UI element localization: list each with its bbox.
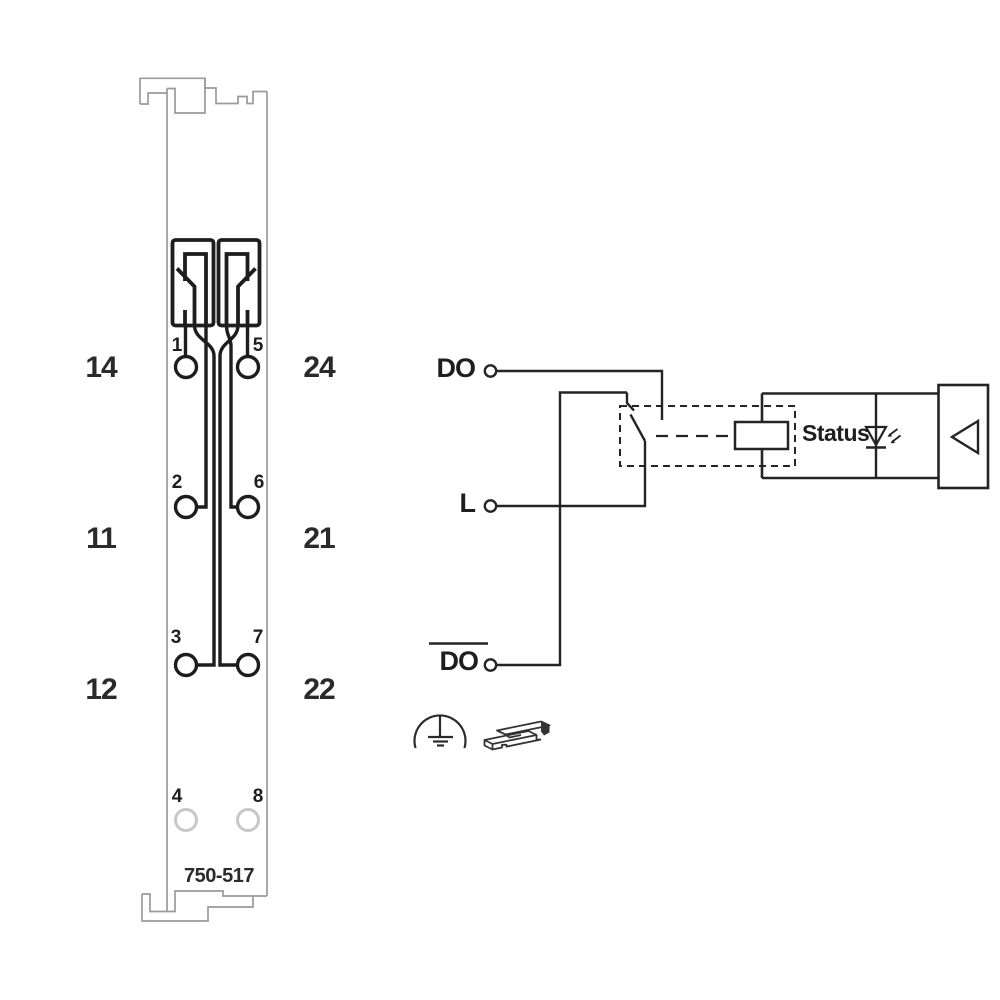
- contact-number-1: 1: [172, 335, 183, 356]
- do-inverted-label: DO: [440, 646, 479, 676]
- din-rail-symbol: [483, 720, 551, 751]
- terminal-label-22: 22: [303, 673, 335, 706]
- din-rail-end-cap: [541, 721, 550, 736]
- wire-to-terminal-3: [192, 325, 216, 667]
- din-rail-right-web: [535, 735, 542, 741]
- terminal-circles: [173, 354, 261, 832]
- terminal-label-21: 21: [303, 522, 335, 555]
- status-led-label: Status: [802, 420, 869, 446]
- earth-arc: [413, 714, 467, 749]
- wire-to-terminal-7: [218, 325, 240, 667]
- contact-number-7: 7: [253, 627, 264, 648]
- contact-blocks: [170, 238, 262, 328]
- terminal-circle-6: [235, 494, 261, 520]
- terminal-circle-3: [173, 652, 199, 678]
- wire-l: [496, 441, 647, 508]
- contact-number-6: 6: [254, 472, 265, 493]
- status-led-ray-1: [888, 428, 899, 436]
- schematic: [429, 364, 990, 672]
- module-foot-outer: [141, 894, 267, 922]
- functional-earth-symbol: [413, 714, 467, 749]
- terminal-label-14: 14: [85, 351, 118, 384]
- module-foot-step: [167, 890, 253, 913]
- l-label: L: [460, 488, 476, 518]
- din-rail-front-face: [483, 740, 494, 751]
- status-led-ray-2: [891, 434, 902, 443]
- do-label: DO: [437, 353, 476, 383]
- wire-to-terminal-6: [224, 325, 238, 509]
- terminal-l: [483, 499, 498, 513]
- terminal-do: [483, 364, 498, 378]
- module-internal-wires: [183, 325, 250, 667]
- contact-number-8: 8: [253, 786, 264, 807]
- relay-contact-fixed: [625, 392, 635, 412]
- wire-to-terminal-2: [197, 325, 208, 509]
- module-top-profile: [139, 77, 267, 105]
- status-led-ray-head-1: [887, 433, 893, 437]
- relay-enclosure-dashed: [619, 405, 796, 467]
- contact-number-2: 2: [172, 472, 183, 493]
- contact-number-3: 3: [171, 627, 182, 648]
- status-led-ray-head-2: [890, 439, 896, 444]
- wire-do: [496, 369, 664, 420]
- module-housing-outline: [139, 77, 268, 922]
- terminal-label-11: 11: [86, 522, 116, 555]
- terminal-do-inverted: [483, 658, 498, 672]
- contact-number-4: 4: [172, 786, 183, 807]
- terminal-circle-8: [236, 808, 260, 832]
- terminal-circle-1: [173, 354, 199, 380]
- bus-interface-box: [937, 383, 990, 490]
- terminal-circle-2: [173, 494, 199, 520]
- terminal-circle-7: [235, 652, 261, 678]
- module-top-latch-detail: [167, 78, 206, 114]
- terminal-circle-4: [174, 808, 198, 832]
- module-top-hook: [140, 92, 167, 105]
- relay-coil: [733, 420, 790, 451]
- status-led-triangle: [864, 425, 888, 448]
- contact-number-5: 5: [253, 335, 264, 356]
- contact-right-fixed: [224, 252, 250, 326]
- terminal-label-12: 12: [85, 673, 117, 706]
- wire-do-inverted: [496, 391, 627, 667]
- contact-right-blade: [236, 267, 257, 326]
- relay-contact-blade: [629, 413, 647, 442]
- terminal-label-24: 24: [303, 351, 336, 384]
- module-model-number: 750-517: [184, 865, 254, 887]
- module-foot-hook: [142, 893, 167, 913]
- din-rail-bottom-edge: [492, 738, 542, 751]
- contact-left-fixed: [183, 252, 208, 326]
- bus-interface-triangle: [949, 418, 980, 456]
- terminal-circle-5: [235, 354, 261, 380]
- din-rail-web: [504, 733, 522, 739]
- contact-left-blade: [175, 267, 197, 326]
